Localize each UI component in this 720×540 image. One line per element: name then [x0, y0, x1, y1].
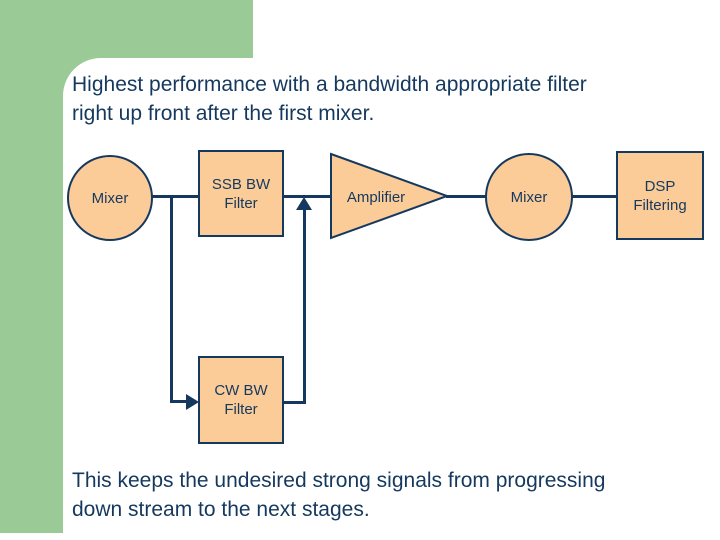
bottom-caption: This keeps the undesired strong signals …: [72, 466, 605, 524]
connector-mixer1-ssb: [151, 195, 200, 198]
node-cw-bw-filter: CW BW Filter: [198, 356, 284, 444]
node-ssb-bw-filter: SSB BW Filter: [198, 150, 284, 237]
node-mixer-2-label: Mixer: [510, 188, 548, 206]
connector-branch-up: [303, 207, 306, 404]
connector-into-cw: [170, 400, 188, 403]
bottom-caption-line: down stream to the next stages.: [72, 498, 370, 521]
node-mixer-1: Mixer: [67, 155, 153, 241]
top-caption-line: Highest performance with a bandwidth app…: [72, 73, 587, 96]
connector-amplifier-mixer2: [446, 195, 487, 198]
node-dsp-filtering: DSP Filtering: [616, 151, 704, 240]
node-dsp-filtering-label: DSP: [644, 177, 676, 195]
node-amplifier-shape: [330, 152, 450, 240]
top-caption: Highest performance with a bandwidth app…: [72, 70, 587, 128]
node-mixer-1-label: Mixer: [91, 189, 129, 207]
node-mixer-2: Mixer: [485, 153, 573, 241]
node-amplifier-label: Amplifier: [346, 189, 406, 206]
node-ssb-bw-filter-label: Filter: [224, 194, 258, 212]
top-caption-line: right up front after the first mixer.: [72, 102, 375, 125]
connector-cw-out: [284, 401, 306, 404]
node-dsp-filtering-label: Filtering: [633, 196, 687, 214]
node-cw-bw-filter-label: Filter: [224, 401, 258, 418]
arrowhead-into-main-line: [296, 197, 312, 210]
bottom-caption-line: This keeps the undesired strong signals …: [72, 469, 606, 492]
node-ssb-bw-filter-label: SSB BW: [211, 175, 271, 193]
arrowhead-into-cw-filter: [186, 394, 199, 410]
connector-branch-down: [170, 195, 173, 403]
connector-ssb-amplifier: [283, 195, 332, 198]
connector-mixer2-dsp: [571, 195, 617, 198]
node-cw-bw-filter-label: CW BW: [214, 382, 268, 399]
